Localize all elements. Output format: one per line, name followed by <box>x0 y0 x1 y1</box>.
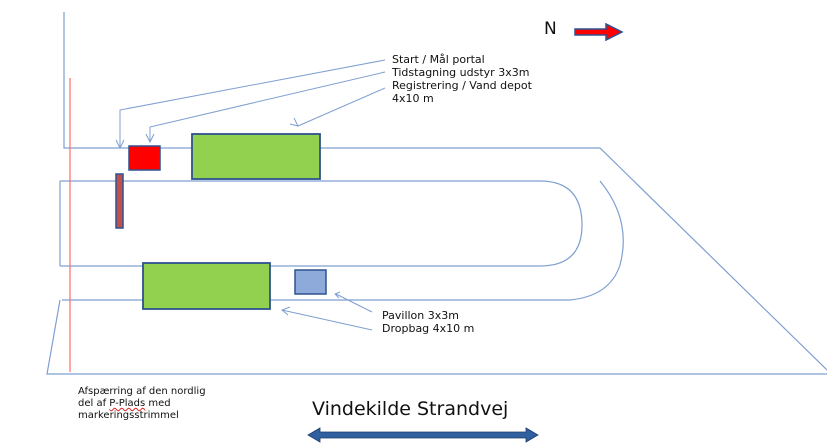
road-name-label: Vindekilde Strandvej <box>312 398 509 420</box>
north-label: N <box>544 19 557 39</box>
route-bottom-left <box>46 299 827 375</box>
barrier-note-line: markeringsstrimmel <box>78 410 179 421</box>
barrier-note-line: Afspærring af den nordlig <box>78 386 206 397</box>
north-arrow-icon <box>574 22 624 42</box>
barrier-note: Afspærring af den nordlig del af P-Plads… <box>78 386 206 422</box>
portal-note-line: 4x10 m <box>392 92 434 105</box>
barrier-note-text: med <box>145 398 171 409</box>
route-loop-upper <box>60 180 583 267</box>
dropbag-note-line: Dropbag 4x10 m <box>382 322 475 335</box>
pavillon-notes: Pavillon 3x3m Dropbag 4x10 m <box>382 309 474 335</box>
timing-equipment-box <box>128 145 161 171</box>
route-loop-lower <box>62 180 624 301</box>
dropbag-area <box>142 262 271 310</box>
portal-note-line: Start / Mål portal <box>392 53 485 66</box>
pointer-arrow-pavillon <box>335 293 373 313</box>
pointer-arrow-portal <box>119 59 386 147</box>
pavillon-box <box>294 269 327 295</box>
pointer-arrow-depot <box>297 87 386 127</box>
pointer-arrow-timing <box>149 71 386 141</box>
pavillon-note-line: Pavillon 3x3m <box>382 309 459 322</box>
route-top-outer <box>63 12 827 371</box>
finish-portal-bar <box>115 173 124 229</box>
portal-note-line: Registrering / Vand depot <box>392 79 532 92</box>
portal-notes: Start / Mål portal Tidstagning udstyr 3x… <box>392 53 532 105</box>
portal-note-line: Tidstagning udstyr 3x3m <box>392 66 530 79</box>
pointer-arrow-dropbag <box>281 309 373 331</box>
barrier-note-text: del af <box>78 398 110 409</box>
spellcheck-word: P-Plads <box>109 398 146 409</box>
road-direction-arrow-icon <box>307 427 539 443</box>
registration-depot-area <box>191 133 321 180</box>
barrier-note-line: del af P-Plads med <box>78 398 206 410</box>
